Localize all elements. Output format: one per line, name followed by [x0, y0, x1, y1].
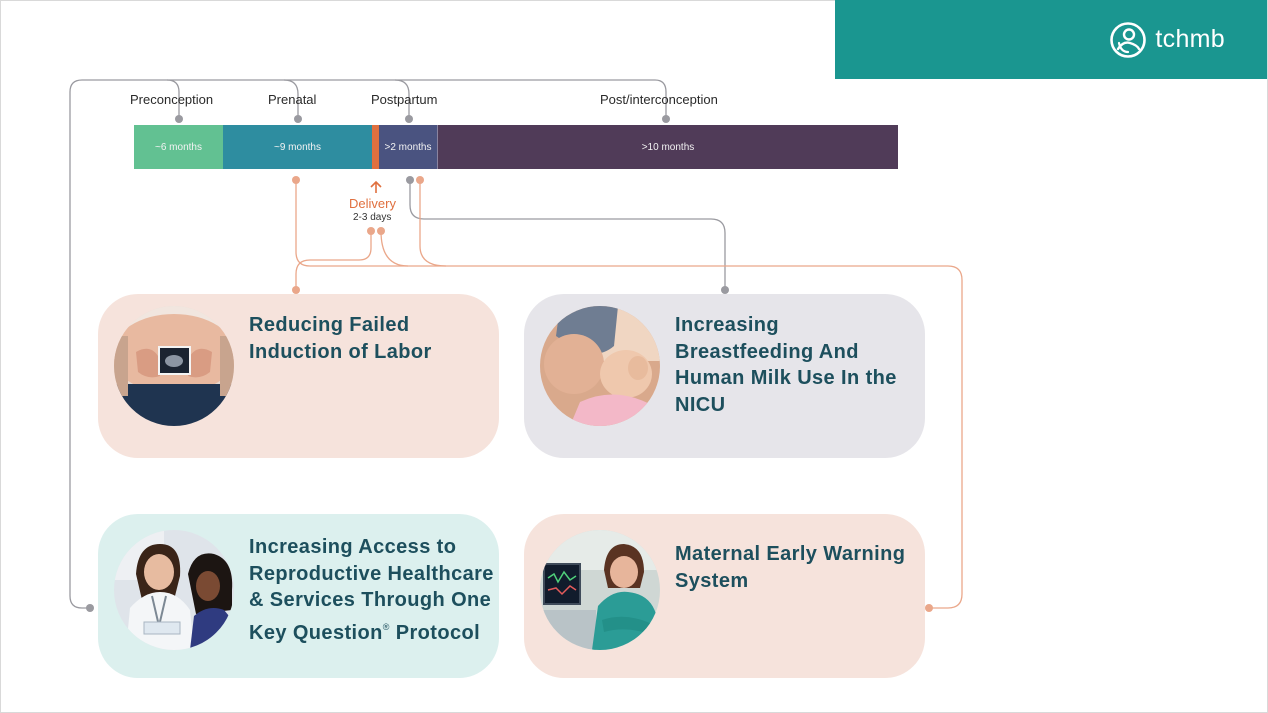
phase-label-post-interconception: Post/interconception — [600, 92, 718, 107]
clinician-and-patient-photo — [114, 530, 234, 650]
card-title-induction: Reducing Failed Induction of Labor — [249, 314, 432, 363]
tchmb-logo-icon — [1110, 21, 1147, 58]
registered-mark: ® — [382, 621, 390, 632]
timeline-bar: ~6 months ~9 months >2 months >10 months — [134, 125, 898, 169]
delivery-days: 2-3 days — [353, 212, 392, 223]
brand-banner: tchmb — [835, 0, 1267, 79]
pregnant-belly-ultrasound-photo — [114, 306, 234, 426]
phase-label-preconception: Preconception — [130, 92, 214, 107]
card-title-breastfeeding: Increasing Breastfeeding And Human Milk … — [675, 314, 897, 416]
delivery-arrow-icon — [370, 180, 382, 193]
timeline-segment-post-interconception: >10 months — [438, 125, 898, 169]
nurse-at-monitor-photo — [540, 530, 660, 650]
card-title-mews: Maternal Early Warning System — [675, 543, 906, 592]
breastfeeding-infant-photo — [540, 306, 660, 426]
card-one-key-question: Increasing Access to Reproductive Health… — [98, 514, 499, 678]
phase-label-prenatal: Prenatal — [268, 92, 317, 107]
card-reducing-failed-induction: Reducing Failed Induction of Labor — [98, 294, 499, 458]
timeline-segment-preconception: ~6 months — [134, 125, 223, 169]
brand-name: tchmb — [1155, 25, 1225, 53]
card-title-one-key-question: Increasing Access to Reproductive Health… — [249, 534, 494, 646]
card-title-one-key-question-end: Protocol — [389, 621, 481, 644]
card-maternal-early-warning: Maternal Early Warning System — [524, 514, 925, 678]
card-breastfeeding-nicu: Increasing Breastfeeding And Human Milk … — [524, 294, 925, 458]
card-title-one-key-question-text: Increasing Access to Reproductive Health… — [249, 536, 494, 644]
delivery-label: Delivery — [349, 196, 396, 211]
timeline-segment-prenatal: ~9 months — [223, 125, 372, 169]
timeline-segment-postpartum: >2 months — [379, 125, 438, 169]
phase-label-postpartum: Postpartum — [371, 92, 438, 107]
timeline-segment-delivery — [372, 125, 379, 169]
